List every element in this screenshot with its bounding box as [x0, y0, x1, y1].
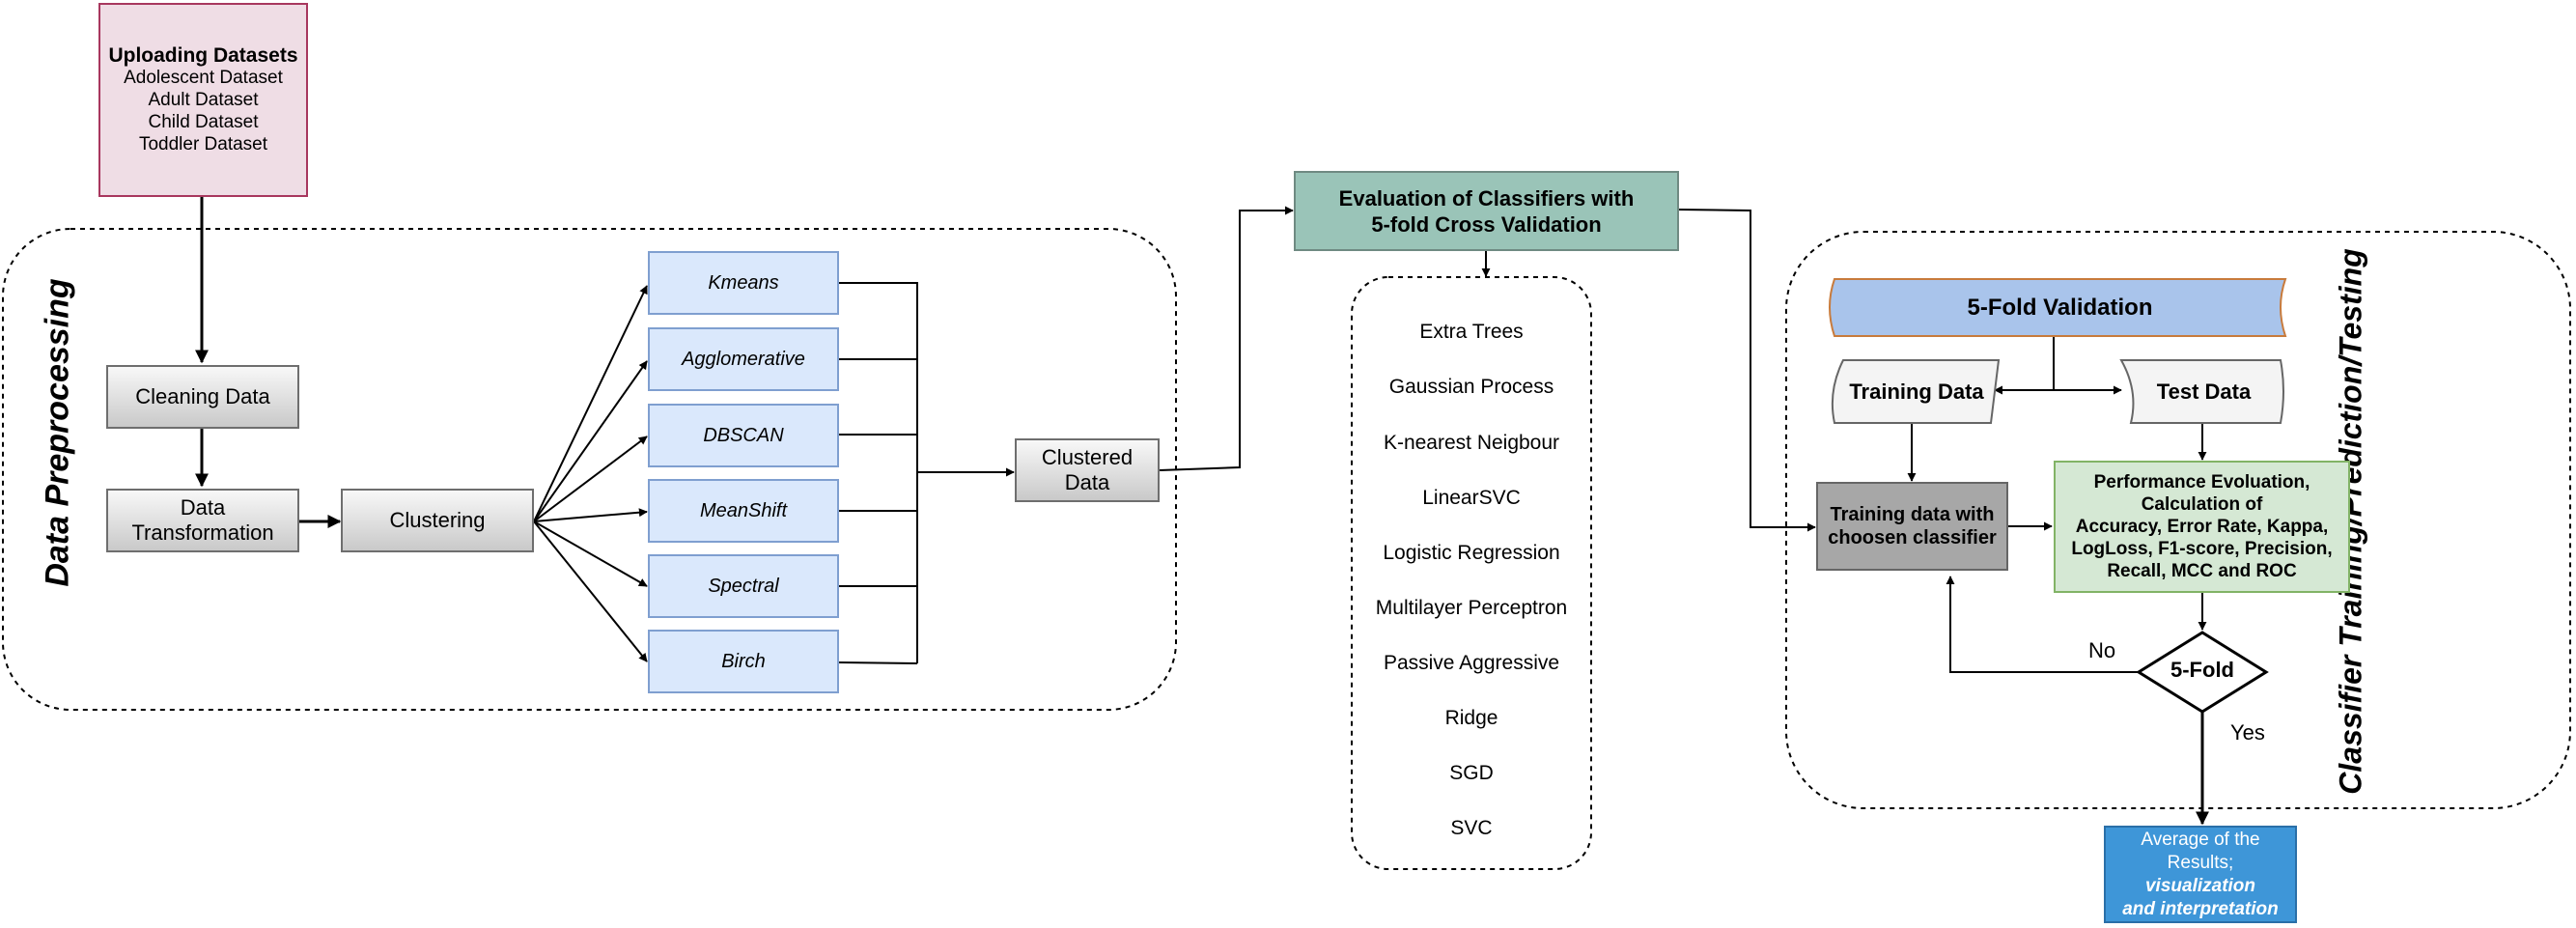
kmeans-box: Kmeans	[648, 251, 839, 315]
result-line4: and interpretation	[2122, 898, 2279, 919]
validation-banner-shape	[1829, 278, 2287, 337]
clustering-to-birch-arrow	[533, 520, 648, 662]
kmeans-merge-line	[839, 282, 918, 663]
training-data-shape	[1831, 359, 2001, 424]
clustering-to-agglomerative-arrow	[533, 360, 648, 522]
upload-datasets-box: Uploading Datasets Adolescent Dataset Ad…	[98, 3, 308, 197]
clustering-to-meanshift-arrow	[533, 508, 648, 522]
training-classifier-line1: Training data with	[1830, 504, 1995, 525]
classifier-label: Multilayer Perceptron	[1375, 597, 1568, 619]
clustering-to-spectral-arrow	[533, 520, 648, 587]
cleaning-data-box: Cleaning Data	[106, 365, 299, 429]
test-data-label: Test Data	[2156, 379, 2252, 404]
clustering-to-dbscan-arrow	[533, 436, 648, 522]
perf-line-4: LogLoss, F1-score, Precision,	[2071, 539, 2333, 559]
training-data-label: Training Data	[1849, 379, 1984, 404]
birch-merge-line	[838, 661, 918, 664]
classifier-linearsvc: LinearSVC	[1370, 475, 1573, 521]
perf-line-3: Accuracy, Error Rate, Kappa,	[2075, 517, 2329, 537]
classifier-label: Logistic Regression	[1383, 542, 1560, 564]
classifier-label: K-nearest Neigbour	[1383, 432, 1560, 454]
classifier-label: SGD	[1449, 762, 1494, 784]
decision-label: 5-Fold	[2170, 658, 2234, 682]
upload-line-adolescent: Adolescent Dataset	[124, 68, 283, 88]
clustered-data-box: Clustered Data	[1015, 438, 1160, 502]
evaluation-title-line1: Evaluation of Classifiers with	[1338, 185, 1635, 211]
classifier-passive-aggressive: Passive Aggressive	[1370, 640, 1573, 687]
birch-box: Birch	[648, 630, 839, 693]
classifier-logistic-regression: Logistic Regression	[1370, 530, 1573, 576]
performance-evaluation-box: Performance Evoluation, Calculation of A…	[2054, 461, 2350, 593]
perf-line-2: Calculation of	[2141, 494, 2263, 515]
training-classifier-box: Training data with choosen classifier	[1816, 482, 2008, 571]
classifier-sgd: SGD	[1370, 750, 1573, 797]
evaluation-box: Evaluation of Classifiers with 5-fold Cr…	[1294, 171, 1679, 251]
classifier-label: LinearSVC	[1422, 487, 1521, 509]
classifier-ridge: Ridge	[1370, 695, 1573, 742]
upload-line-child: Child Dataset	[148, 112, 259, 132]
average-results-box: Average of the Results; visualization an…	[2104, 826, 2297, 923]
classifier-mlp: Multilayer Perceptron	[1370, 585, 1573, 632]
clustered-to-evaluation-arrow	[1159, 206, 1294, 471]
decision-yes-label: Yes	[2230, 720, 2265, 745]
classifier-label: SVC	[1450, 817, 1493, 839]
decision-no-label: No	[2088, 638, 2116, 662]
classifier-label: Ridge	[1444, 707, 1498, 729]
agglomerative-box: Agglomerative	[648, 327, 839, 391]
classifier-label: Extra Trees	[1419, 321, 1524, 343]
clustering-to-kmeans-arrow	[533, 285, 648, 522]
preprocessing-group	[2, 228, 1177, 711]
meanshift-box: MeanShift	[648, 479, 839, 543]
evaluation-title-line2: 5-fold Cross Validation	[1371, 211, 1602, 237]
test-data-shape	[2119, 359, 2284, 424]
classifier-svc: SVC	[1370, 805, 1573, 852]
data-transformation-box: Data Transformation	[106, 489, 299, 552]
perf-line-5: Recall, MCC and ROC	[2107, 561, 2297, 581]
preprocessing-group-label: Data Preprocessing	[39, 278, 76, 587]
validation-banner-label: 5-Fold Validation	[1967, 294, 2153, 321]
classifier-label: Gaussian Process	[1388, 376, 1554, 398]
upload-title: Uploading Datasets	[108, 44, 298, 67]
classifier-extra-trees: Extra Trees	[1370, 309, 1573, 355]
clustering-box: Clustering	[341, 489, 534, 552]
classifier-gaussian-process: Gaussian Process	[1370, 364, 1573, 410]
classifier-list-group	[1351, 276, 1592, 870]
decision-no-arrow	[1946, 576, 2139, 673]
result-line2: Results;	[2167, 852, 2234, 873]
classifier-label: Passive Aggressive	[1383, 652, 1560, 674]
spectral-box: Spectral	[648, 554, 839, 618]
result-line1: Average of the	[2141, 829, 2260, 850]
evaluation-to-training-arrow	[1678, 209, 1816, 532]
dbscan-box: DBSCAN	[648, 404, 839, 467]
classifier-knn: K-nearest Neigbour	[1370, 420, 1573, 466]
upload-line-toddler: Toddler Dataset	[138, 134, 268, 155]
result-line3: visualization	[2144, 875, 2256, 896]
upload-line-adult: Adult Dataset	[148, 90, 259, 110]
training-classifier-line2: choosen classifier	[1828, 527, 1997, 548]
perf-line-1: Performance Evoluation,	[2093, 472, 2310, 492]
